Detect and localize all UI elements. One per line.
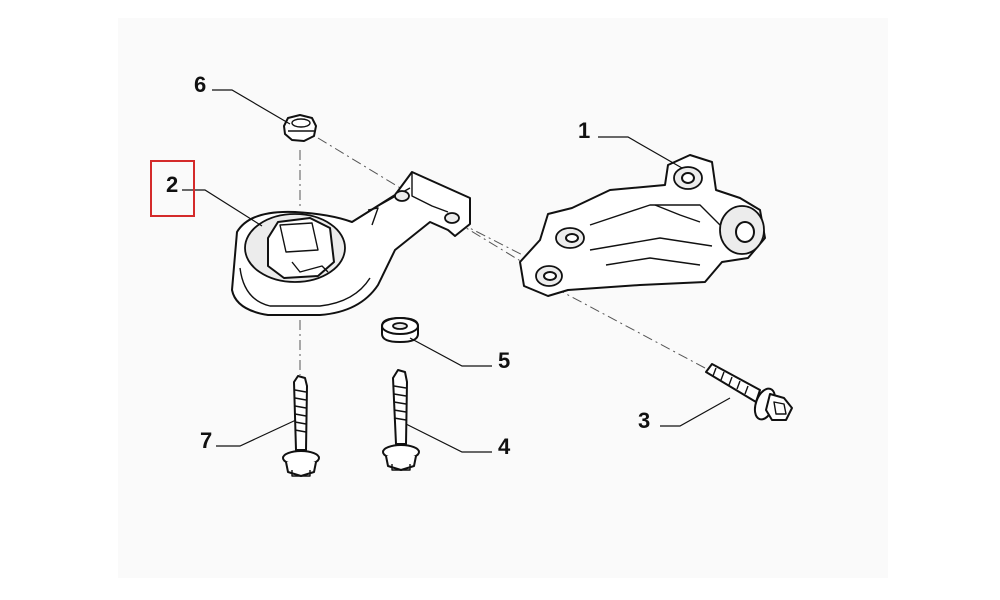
callout-6: 6 [194,72,206,97]
callout-7: 7 [200,428,212,453]
leader-lines [182,89,731,453]
part-2-torque-rod [231,171,471,316]
callout-1: 1 [578,118,590,143]
leader-4 [405,423,492,453]
callout-2-highlight-box [150,160,195,217]
leader-3 [660,397,731,427]
leader-6 [212,89,291,125]
callout-4: 4 [498,434,511,459]
callout-5: 5 [498,348,510,373]
callout-2: 2 [166,172,178,197]
part-3-bolt [705,363,793,421]
axis-bracket-to-bolt3 [554,287,706,369]
leader-5 [409,337,492,367]
leader-1 [598,136,683,169]
leader-2 [182,189,263,227]
part-1-bracket [519,154,766,297]
callout-labels: 6 2 1 5 7 4 3 [166,72,650,459]
callout-3: 3 [638,408,650,433]
leader-7 [216,419,297,447]
part-5-washer [381,317,419,343]
part-7-bolt [282,375,320,477]
part-4-bolt [382,369,420,471]
part-6-flange-nut [283,114,317,142]
